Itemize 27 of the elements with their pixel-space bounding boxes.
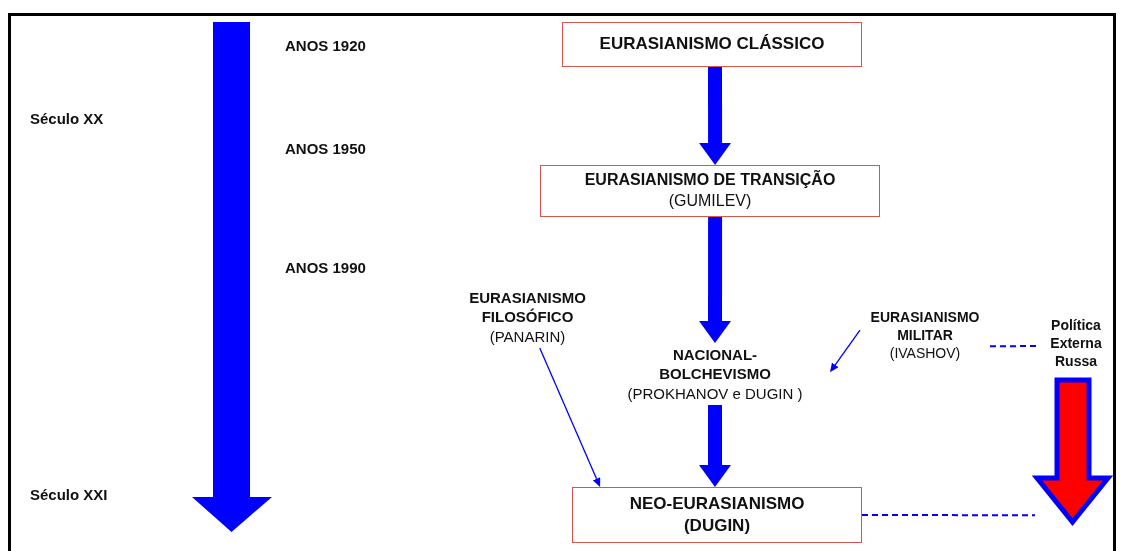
period-label: ANOS 1920 [285,37,366,54]
stage-subtitle: (PANARIN) [489,326,566,347]
stage-title: NACIONAL-BOLCHEVISMO [658,344,772,384]
dashed-connector [989,345,1037,348]
stage-box [572,487,862,543]
stage-title: EURASIANISMO CLÁSSICO [599,33,825,56]
period-label: ANOS 1950 [285,140,366,157]
period-label: Século XX [30,110,104,127]
stage-title: Política Externa Russa [1049,315,1103,371]
stage-title: EURASIANISMO FILOSÓFICO [468,287,587,327]
stage-title: EURASIANISMO DE TRANSIÇÃO [584,170,836,191]
stage-title: EURASIANISMO MILITAR [869,307,981,345]
stage-subtitle: (IVASHOV) [889,344,961,363]
arrow [699,67,732,165]
arrow [699,405,731,487]
stage-box [540,165,880,217]
stage-subtitle: (GUMILEV) [668,191,752,211]
stage-title: NEO-EURASIANISMO [629,492,805,515]
stage-subtitle: (PROKHANOV e DUGIN ) [627,383,803,404]
arrow [539,347,601,487]
stage-subtitle: (DUGIN) [683,515,751,537]
arrow [830,329,861,373]
period-label: Século XXI [30,486,108,503]
arrow [699,217,731,343]
dashed-connector [861,514,1036,517]
period-label: ANOS 1990 [285,259,366,276]
stage-box [562,22,862,67]
